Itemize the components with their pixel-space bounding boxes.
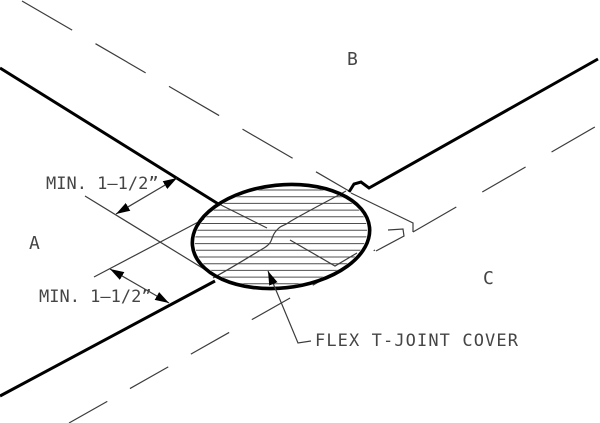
hidden-edge-dashed-right bbox=[412, 123, 600, 233]
flex-joint-line-with-expansion-jog bbox=[212, 190, 347, 279]
hidden-panel-edge-under-cover-right bbox=[289, 239, 358, 267]
callout-leader-line bbox=[267, 270, 312, 344]
panel-joint-edges bbox=[0, 57, 599, 398]
break-symbol bbox=[375, 228, 405, 252]
callout-text: FLEX T-JOINT COVER bbox=[315, 331, 519, 351]
extension-line-upper-dimension bbox=[84, 195, 223, 281]
hidden-edge-dashed-upper-left bbox=[21, 0, 350, 192]
annotations bbox=[109, 177, 312, 344]
lower-dimension-line bbox=[109, 268, 170, 304]
upper-dimension-text: MIN. 1–1/2” bbox=[46, 174, 159, 194]
panel-edge-lower-left bbox=[0, 279, 216, 398]
panel-label-b: B bbox=[347, 49, 358, 70]
joint-step-line-right-of-cover bbox=[350, 192, 414, 232]
panel-edge-upper-left bbox=[0, 66, 221, 207]
hidden-panel-edge-under-cover-left bbox=[214, 201, 268, 229]
extension-line-lower-dimension bbox=[93, 218, 205, 278]
lower-dimension-text: MIN. 1–1/2” bbox=[39, 287, 152, 307]
upper-dimension-line bbox=[115, 177, 178, 215]
panel-label-a: A bbox=[29, 233, 40, 254]
panel-edge-upper-right-with-notch bbox=[347, 57, 599, 193]
panel-label-c: C bbox=[483, 268, 494, 289]
flex-cover-outline bbox=[190, 182, 372, 291]
thin-lines bbox=[21, 0, 600, 423]
drawing-texts: A B C MIN. 1–1/2” MIN. 1–1/2” FLEX T-JOI… bbox=[29, 49, 519, 351]
